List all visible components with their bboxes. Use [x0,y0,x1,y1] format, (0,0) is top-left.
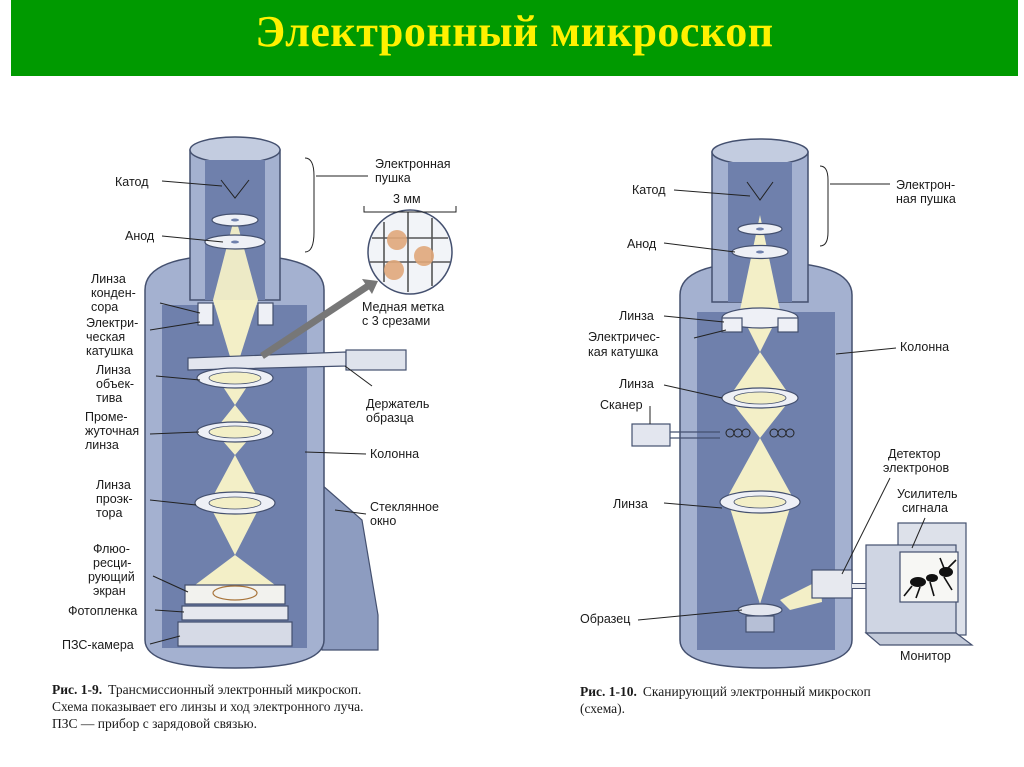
tem-diagram: Катод Анод Линза конден- сора Электри- ч… [52,136,457,731]
tem-screen-label-2: ресци- [93,556,131,570]
tem-objective-label-2: объек- [96,377,134,391]
sem-diagram: Катод Анод Линза Электричес- кая катушка… [580,138,974,716]
tem-film-label: Фотопленка [68,604,137,618]
tem-coil-label-2: ческая [86,330,125,344]
tem-gun-label-2: пушка [375,171,411,185]
tem-objective-label-1: Линза [96,363,131,377]
sem-beam-top [740,215,780,310]
sem-monitor-label: Монитор [900,649,951,663]
sem-monitor-screen [899,551,959,603]
sem-anode-label: Анод [627,237,657,251]
sem-scanner-label: Сканер [600,398,643,412]
sem-sample [737,603,783,617]
tem-scale-label: 3 мм [393,192,421,206]
tem-column-label: Колонна [370,447,419,461]
tem-gun-label-1: Электронная [375,157,451,171]
sem-amplifier-label-1: Усилитель [897,487,958,501]
sem-cathode-label: Катод [632,183,666,197]
sem-sample-label: Образец [580,612,630,626]
sem-scanner-coils [631,423,795,447]
tem-beam-condenser [213,300,258,360]
sem-lens-2-label: Линза [619,377,654,391]
sem-caption-line-1: Рис. 1-10.Сканирующий электронный микрос… [580,684,871,699]
tem-screen-label-1: Флюо- [93,542,130,556]
sem-lens-1-label: Линза [619,309,654,323]
tem-caption-line-2: Схема показывает его линзы и ход электро… [52,699,364,714]
sem-lens-3-label: Линза [613,497,648,511]
tem-grid-label-2: с 3 срезами [362,314,430,328]
tem-intermediate-label-1: Проме- [85,410,128,424]
tem-coil-label-1: Электри- [86,316,138,330]
tem-caption-line-1: Рис. 1-9.Трансмиссионный электронный мик… [52,682,361,697]
tem-condenser-label-1: Линза [91,272,126,286]
tem-screen-label-4: экран [93,584,126,598]
tem-cathode-icon [220,179,250,199]
tem-cathode-label: Катод [115,175,149,189]
tem-projector-label-1: Линза [96,478,131,492]
sem-amplifier-label-2: сигнала [902,501,948,515]
tem-condenser-lens [197,302,214,326]
sem-coil-label-2: кая катушка [588,345,658,359]
tem-photofilm [181,605,289,621]
tem-caption-line-3: ПЗС — прибор с зарядовой связью. [52,716,257,731]
sem-cathode-icon [746,181,774,201]
sem-gun-label-2: ная пушка [896,192,956,206]
tem-condenser-label-3: сора [91,300,118,314]
tem-objective-label-3: тива [96,391,122,405]
tem-ccd-label: ПЗС-камера [62,638,134,652]
tem-condenser-label-2: конден- [91,286,136,300]
sem-scanner-box [631,423,671,447]
tem-window-label-1: Стеклянное [370,500,439,514]
tem-holder-label-2: образца [366,411,414,425]
title-banner: Электронный микроскоп [11,0,1018,76]
tem-anode-label: Анод [125,229,155,243]
tem-beam-top [213,215,258,300]
sem-leader-lines [637,183,926,621]
tem-coil-label-3: катушка [86,344,133,358]
tem-fluorescent-screen [184,584,286,605]
tem-screen-label-3: рующий [88,570,135,584]
tem-intermediate-label-2: жуточная [85,424,139,438]
tem-holder-label-1: Держатель [366,397,429,411]
tem-window-label-2: окно [370,514,396,528]
tem-projector-label-2: проэк- [96,492,133,506]
sem-electron-detector [811,569,853,599]
tem-grid-label-1: Медная метка [362,300,444,314]
sem-caption-line-2: (схема). [580,701,625,716]
tem-copper-grid-inset [367,209,453,295]
sem-coil-label-1: Электричес- [588,330,660,344]
sem-gun-label-1: Электрон- [896,178,955,192]
tem-projector-label-3: тора [96,506,122,520]
sem-ant-image-icon [903,557,957,599]
sem-detector-label-2: электронов [883,461,949,475]
tem-intermediate-label-3: линза [85,438,119,452]
sem-detector-label-1: Детектор [888,447,941,461]
tem-leader-lines [149,175,373,645]
sem-column-label: Колонна [900,340,949,354]
tem-ccd-camera [177,621,293,647]
page-title: Электронный микроскоп [255,7,774,56]
